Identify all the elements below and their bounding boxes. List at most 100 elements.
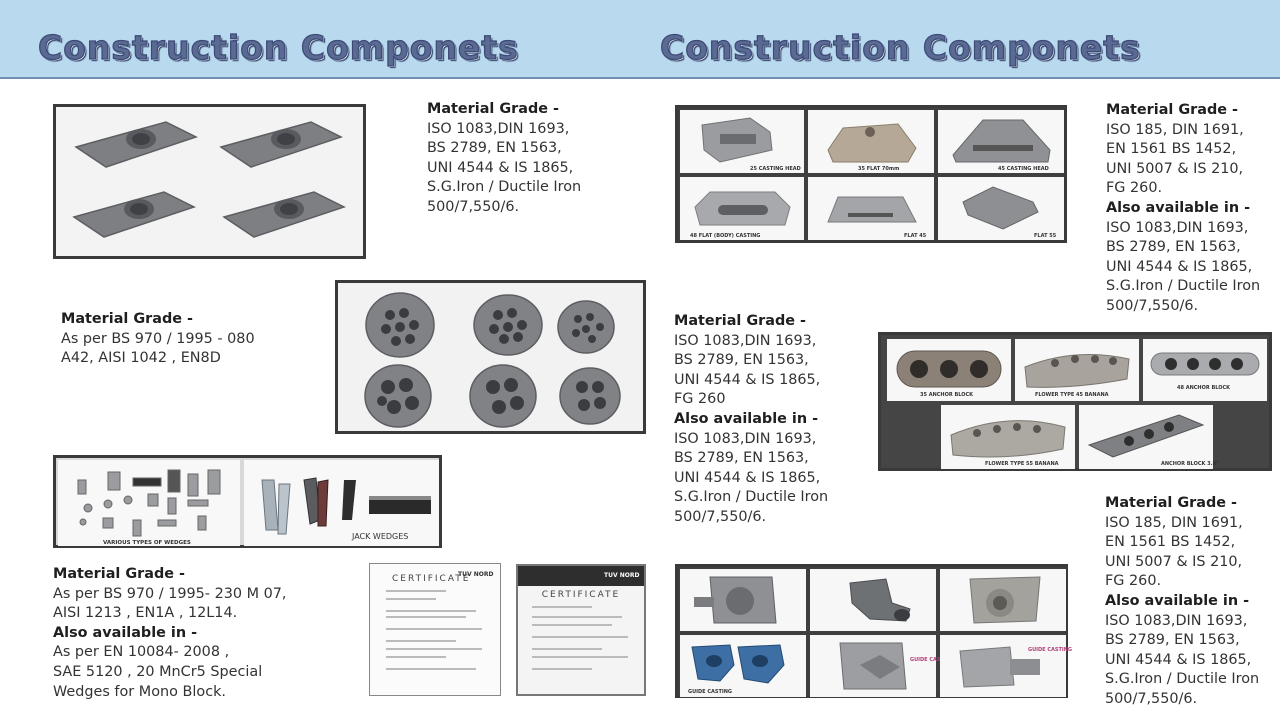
block1-line: ISO 1083,DIN 1693, <box>427 120 570 137</box>
anchor-discs-image <box>338 283 643 431</box>
block5-line: UNI 4544 & IS 1865, <box>1106 258 1253 275</box>
casting-flat-48: 48 FLAT (BODY) CASTING <box>680 177 804 240</box>
certificate-title: CERTIFICATE <box>541 590 621 600</box>
certificate-1: CERTIFICATE TUV NORD <box>369 563 501 696</box>
block4-line: UNI 4544 & IS 1865, <box>674 371 821 388</box>
block4-line: BS 2789, EN 1563, <box>674 450 809 467</box>
block4-line: BS 2789, EN 1563, <box>674 352 809 369</box>
block3-line: As per BS 970 / 1995- 230 M 07, <box>53 585 287 602</box>
caption: 25 CASTING HEAD <box>750 166 801 172</box>
block1-line: 500/7,550/6. <box>427 198 520 215</box>
block4-line: ISO 1083,DIN 1693, <box>674 332 817 349</box>
block6-line: EN 1561 BS 1452, <box>1105 534 1236 551</box>
block4-line: ISO 1083,DIN 1693, <box>674 430 817 447</box>
block5-line: 500/7,550/6. <box>1106 297 1199 314</box>
block6-line: UNI 5007 & IS 210, <box>1105 553 1243 570</box>
block4-heading2: Also available in - <box>674 410 819 427</box>
block1-line: UNI 4544 & IS 1865, <box>427 159 574 176</box>
block1-line: BS 2789, EN 1563, <box>427 140 562 157</box>
block5-line: FG 260. <box>1106 180 1163 197</box>
block1-text: Material Grade - ISO 1083,DIN 1693, BS 2… <box>427 100 581 218</box>
block4-text: Material Grade - ISO 1083,DIN 1693, BS 2… <box>674 312 828 528</box>
block2-text: Material Grade - As per BS 970 / 1995 - … <box>61 310 255 369</box>
block6-line: UNI 4544 & IS 1865, <box>1105 651 1252 668</box>
block2-line: As per BS 970 / 1995 - 080 <box>61 330 255 347</box>
caption: 48 ANCHOR BLOCK <box>1177 385 1231 391</box>
block4-line: S.G.Iron / Ductile Iron <box>674 489 829 506</box>
casting-flat-55: FLAT 55 <box>938 177 1064 240</box>
page-title-left: Construction Componets <box>37 27 519 67</box>
block4-line: FG 260 <box>674 391 726 408</box>
caption: 45 CASTING HEAD <box>998 166 1049 172</box>
block6-line: FG 260. <box>1105 573 1162 590</box>
block5-line: ISO 1083,DIN 1693, <box>1106 219 1249 236</box>
anchor-flower-45: FLOWER TYPE 45 BANANA <box>1015 339 1139 401</box>
block3-line: SAE 5120 , 20 MnCr5 Special <box>53 663 263 680</box>
block6-line: ISO 1083,DIN 1693, <box>1105 612 1248 629</box>
block1-line: S.G.Iron / Ductile Iron <box>427 179 582 196</box>
block5-line: UNI 5007 & IS 210, <box>1106 160 1244 177</box>
guide-casting-1 <box>680 569 806 631</box>
caption: 35 FLAT 70mm <box>858 166 900 172</box>
block1-heading: Material Grade - <box>427 101 560 117</box>
various-wedges: VARIOUS TYPES OF WEDGES <box>58 460 240 546</box>
block6-text: Material Grade - ISO 185, DIN 1691, EN 1… <box>1105 494 1259 710</box>
anchor-flower-55: FLOWER TYPE 55 BANANA <box>941 405 1075 469</box>
guide-casting-3 <box>940 569 1066 631</box>
caption: FLOWER TYPE 55 BANANA <box>985 461 1059 467</box>
block6-heading: Material Grade - <box>1105 495 1238 511</box>
block5-line: ISO 185, DIN 1691, <box>1106 121 1244 138</box>
page-title-right: Construction Componets <box>659 27 1141 67</box>
caption: VARIOUS TYPES OF WEDGES <box>103 540 191 546</box>
guide-casting-5: GUIDE CASTING <box>940 635 1072 697</box>
block3-line: As per EN 10084- 2008 , <box>53 644 230 661</box>
header-band <box>0 0 1280 79</box>
block5-line: EN 1561 BS 1452, <box>1106 141 1237 158</box>
caption: FLOWER TYPE 45 BANANA <box>1035 392 1109 398</box>
block3-heading2: Also available in - <box>53 624 198 641</box>
block3-text: Material Grade - As per BS 970 / 1995- 2… <box>53 565 287 702</box>
casting-head-45: 45 CASTING HEAD <box>938 110 1064 173</box>
block5-line: BS 2789, EN 1563, <box>1106 239 1241 256</box>
block5-heading2: Also available in - <box>1106 199 1251 216</box>
caption: FLAT 45 <box>904 233 927 239</box>
caption: GUIDE CASTING <box>1028 647 1073 653</box>
guide-casting-blue: GUIDE CASTING <box>680 635 806 697</box>
anchor-blocks-photo: 35 ANCHOR BLOCK FLOWER TYPE 45 BANANA 48… <box>878 332 1272 471</box>
guide-casting-2 <box>810 569 936 631</box>
block2-line: A42, AISI 1042 , EN8D <box>61 350 221 367</box>
block3-heading: Material Grade - <box>53 566 186 582</box>
caption: 48 FLAT (BODY) CASTING <box>690 233 761 239</box>
tuv-logo: TUV NORD <box>604 572 640 579</box>
block5-heading: Material Grade - <box>1106 102 1239 118</box>
caption: JACK WEDGES <box>352 532 409 541</box>
jack-wedges: JACK WEDGES <box>244 460 439 546</box>
block6-line: BS 2789, EN 1563, <box>1105 632 1240 649</box>
casting-head-25: 25 CASTING HEAD <box>680 110 804 173</box>
block4-line: 500/7,550/6. <box>674 508 767 525</box>
guide-casting-4: GUIDE CASTING <box>810 635 954 697</box>
certificate-2: TUV NORD CERTIFICATE <box>516 564 646 696</box>
anchor-block-3-8: ANCHOR BLOCK 3.8" <box>1079 405 1219 469</box>
caption: FLAT 55 <box>1034 233 1057 239</box>
block4-heading: Material Grade - <box>674 313 807 329</box>
block6-heading2: Also available in - <box>1105 592 1250 609</box>
base-plates-photo <box>53 104 366 259</box>
block6-line: S.G.Iron / Ductile Iron <box>1105 671 1260 688</box>
block2-heading: Material Grade - <box>61 311 194 327</box>
block5-line: S.G.Iron / Ductile Iron <box>1106 278 1261 295</box>
caption: GUIDE CASTING <box>910 657 955 663</box>
caption: 35 ANCHOR BLOCK <box>920 392 974 398</box>
casting-flat-45: FLAT 45 <box>808 177 934 240</box>
certificate-title: CERTIFICATE <box>392 574 471 584</box>
block3-line: Wedges for Mono Block. <box>53 683 227 700</box>
casting-heads-photo: 25 CASTING HEAD 35 FLAT 70mm 45 CASTING … <box>675 105 1067 243</box>
block6-line: ISO 185, DIN 1691, <box>1105 514 1243 531</box>
caption: GUIDE CASTING <box>688 689 733 695</box>
block6-line: 500/7,550/6. <box>1105 690 1198 707</box>
wedges-photo: VARIOUS TYPES OF WEDGES JACK WEDGES <box>53 455 442 548</box>
tuv-logo: TUV NORD <box>458 571 494 578</box>
anchor-block-48: 48 ANCHOR BLOCK <box>1143 339 1267 401</box>
block5-text: Material Grade - ISO 185, DIN 1691, EN 1… <box>1106 101 1260 317</box>
block3-line: AISI 1213 , EN1A , 12L14. <box>53 605 238 622</box>
